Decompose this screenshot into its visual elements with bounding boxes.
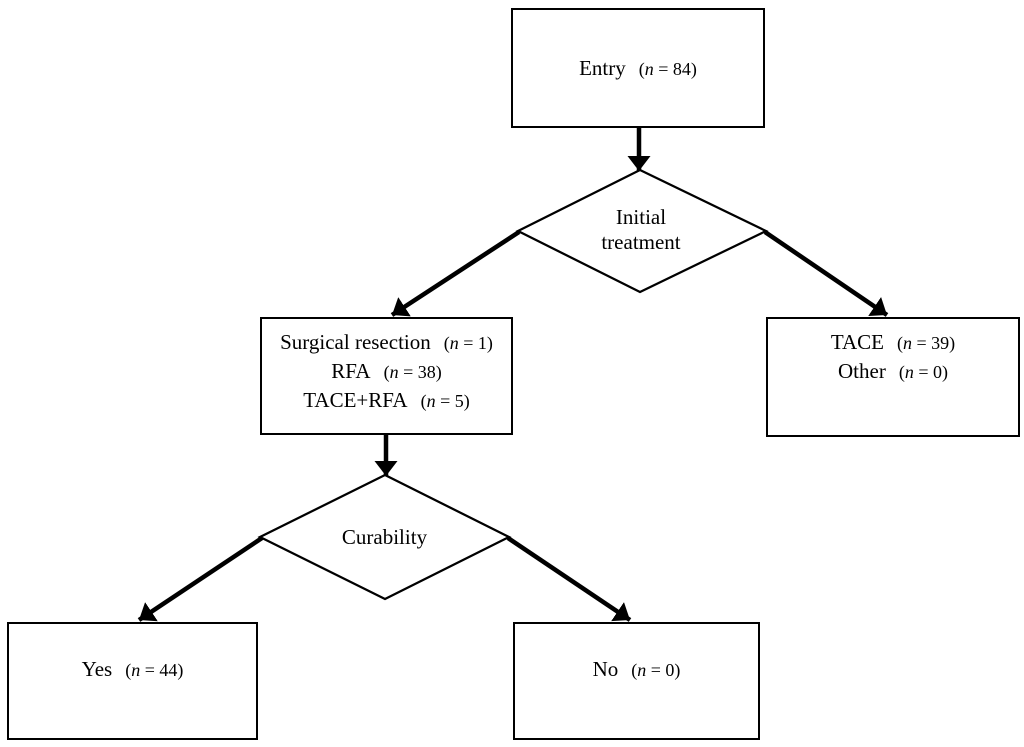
no-row: No (n = 0) [593, 655, 681, 684]
entry-row: Entry (n = 84) [579, 54, 697, 83]
arrow-initial-treatment-to-curative [390, 230, 521, 317]
treatment-count: (n = 1) [443, 333, 493, 353]
no-label: No [592, 657, 619, 681]
decision-curability-shape [257, 473, 512, 601]
yes-row: Yes (n = 44) [82, 655, 184, 684]
treatment-count: (n = 5) [420, 391, 470, 411]
entry-count: (n = 84) [638, 58, 697, 79]
node-noncurative-treatment: TACE (n = 39) Other (n = 0) [766, 317, 1020, 437]
node-yes: Yes (n = 44) [7, 622, 258, 740]
treatment-row: Surgical resection (n = 1) [280, 328, 493, 357]
treatment-label: RFA [331, 359, 371, 383]
treatment-row: TACE+RFA (n = 5) [303, 386, 469, 415]
decision-initial-treatment-shape [515, 168, 769, 294]
treatment-row: TACE (n = 39) [831, 328, 955, 357]
treatment-row: Other (n = 0) [838, 357, 948, 386]
node-curative-treatment: Surgical resection (n = 1) RFA (n = 38) TA… [260, 317, 513, 435]
node-no: No (n = 0) [513, 622, 760, 740]
node-entry: Entry (n = 84) [511, 8, 765, 128]
treatment-row: RFA (n = 38) [331, 357, 441, 386]
treatment-count: (n = 0) [898, 362, 948, 382]
treatment-label: TACE [830, 330, 884, 354]
yes-count: (n = 44) [125, 660, 184, 680]
yes-label: Yes [81, 657, 113, 681]
treatment-count: (n = 38) [383, 362, 442, 382]
treatment-count: (n = 39) [897, 333, 956, 353]
arrow-curability-to-yes [137, 536, 264, 622]
arrow-curability-to-no [506, 536, 632, 622]
no-count: (n = 0) [631, 660, 681, 680]
treatment-label: TACE+RFA [303, 388, 408, 412]
arrow-initial-treatment-to-noncurative [763, 230, 889, 317]
entry-label: Entry [579, 55, 626, 80]
treatment-label: Other [838, 359, 886, 383]
treatment-label: Surgical resection [280, 330, 431, 354]
